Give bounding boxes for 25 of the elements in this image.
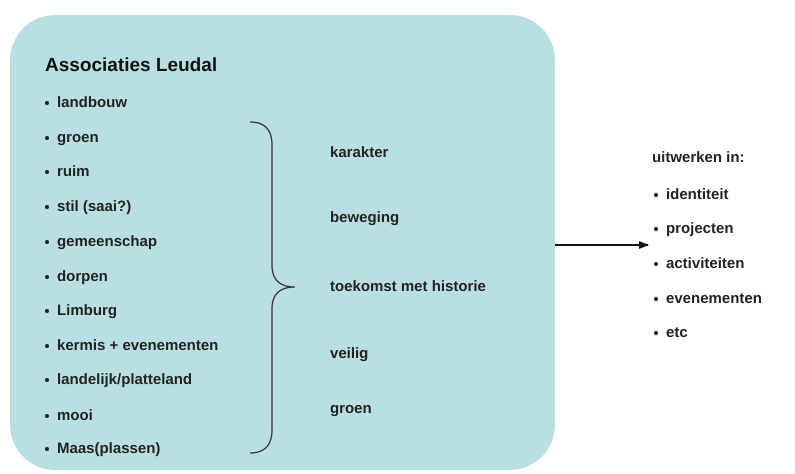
list-item: gemeenschap — [57, 232, 158, 252]
list-item: landbouw — [57, 93, 127, 113]
list-item: evenementen — [666, 289, 762, 309]
arrow — [555, 241, 649, 249]
list-item: dorpen — [57, 267, 108, 287]
list-item: Limburg — [57, 301, 117, 321]
list-heading: uitwerken in: — [652, 148, 745, 168]
panel-title: Associaties Leudal — [45, 54, 218, 78]
theme-label: karakter — [330, 143, 388, 163]
list-item: activiteiten — [666, 254, 744, 274]
list-item: ruim — [57, 162, 90, 182]
list-item: groen — [57, 128, 99, 148]
list-item: identiteit — [666, 185, 728, 205]
list-item: projecten — [666, 219, 734, 239]
theme-label: beweging — [330, 208, 400, 228]
list-item: mooi — [57, 406, 93, 426]
theme-label: veilig — [330, 344, 368, 364]
list-item: Maas(plassen) — [57, 439, 160, 459]
list-item: landelijk/platteland — [57, 370, 192, 390]
list-item: kermis + evenementen — [57, 336, 218, 356]
list-item: etc — [666, 323, 688, 343]
theme-label: toekomst met historie — [330, 277, 486, 297]
rounded-panel — [10, 15, 555, 470]
list-item: stil (saai?) — [57, 197, 132, 217]
theme-label: groen — [330, 399, 372, 419]
